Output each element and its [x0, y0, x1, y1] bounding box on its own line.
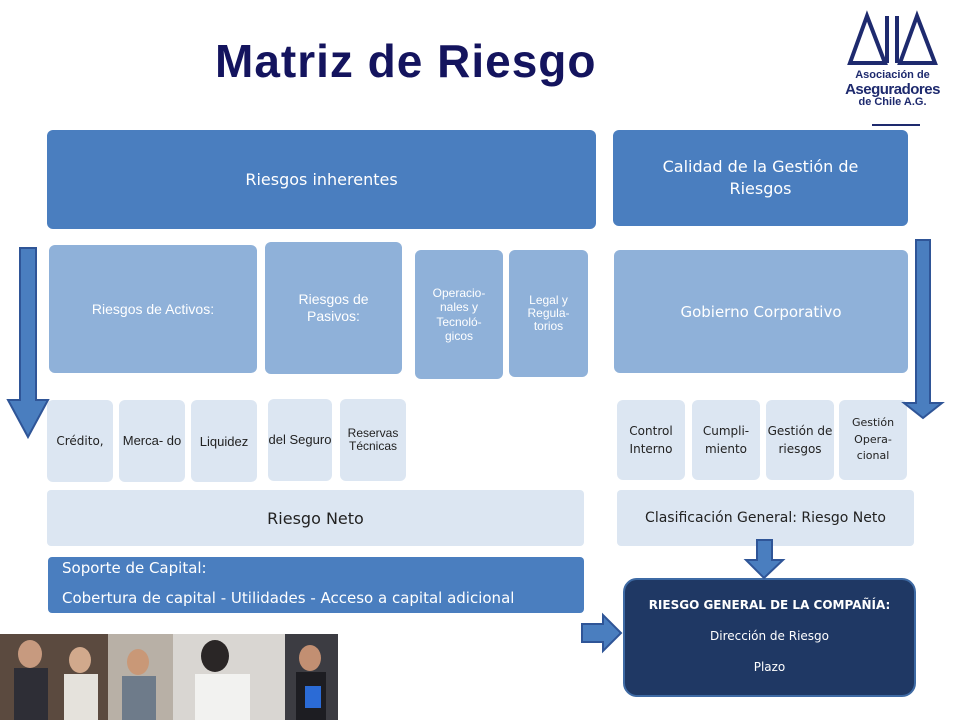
- logo-text: Asociación de Aseguradores de Chile A.G.: [830, 69, 955, 109]
- association-logo-icon: [847, 10, 938, 65]
- business-people-photo: [0, 634, 338, 720]
- box-reservas: Reservas Técnicas: [340, 399, 406, 481]
- box-seguro: del Seguro: [268, 399, 332, 481]
- logo-line-2: Aseguradores: [845, 80, 940, 98]
- box-soporte-capital: Soporte de Capital: Cobertura de capital…: [48, 557, 584, 613]
- box-riesgo-general: RIESGO GENERAL DE LA COMPAÑÍA: Dirección…: [623, 578, 916, 697]
- riesgo-general-title: RIESGO GENERAL DE LA COMPAÑÍA:: [648, 598, 891, 612]
- right-pointing-arrow-icon: [581, 612, 623, 654]
- page-title: Matriz de Riesgo: [215, 35, 597, 87]
- riesgo-general-item-direccion: Dirección de Riesgo: [710, 629, 829, 643]
- riesgo-general-item-plazo: Plazo: [753, 660, 786, 674]
- box-riesgos-activos: Riesgos de Activos:: [49, 245, 257, 373]
- header-riesgos-inherentes: Riesgos inherentes: [47, 130, 596, 229]
- box-riesgo-neto: Riesgo Neto: [47, 490, 584, 546]
- box-legal: Legal y Regula- torios: [509, 250, 588, 377]
- box-gestion-operacional: Gestión Opera- cional: [839, 400, 907, 480]
- box-mercado: Merca- do: [119, 400, 185, 482]
- box-credito: Crédito,: [47, 400, 113, 482]
- left-down-arrow-icon: [6, 247, 50, 440]
- box-riesgos-pasivos: Riesgos de Pasivos:: [265, 242, 402, 374]
- right-down-arrow-icon: [901, 239, 945, 420]
- box-cumplimiento: Cumpli- miento: [692, 400, 760, 480]
- center-down-arrow-icon: [743, 539, 786, 580]
- header-calidad-gestion: Calidad de la Gestión de Riesgos: [613, 130, 908, 226]
- soporte-detail: Cobertura de capital - Utilidades - Acce…: [62, 588, 515, 607]
- box-liquidez: Liquidez: [191, 400, 257, 482]
- box-clasificacion-general: Clasificación General: Riesgo Neto: [617, 490, 914, 546]
- box-control-interno: Control Interno: [617, 400, 685, 480]
- logo-line-3: de Chile A.G.: [858, 96, 927, 109]
- box-operacionales: Operacio- nales y Tecnoló- gicos: [415, 250, 503, 379]
- box-gobierno-corporativo: Gobierno Corporativo: [614, 250, 908, 373]
- logo-underline: [872, 124, 920, 126]
- soporte-title: Soporte de Capital:: [62, 559, 207, 577]
- logo-line-1: Asociación de: [855, 69, 930, 81]
- box-gestion-riesgos: Gestión de riesgos: [766, 400, 834, 480]
